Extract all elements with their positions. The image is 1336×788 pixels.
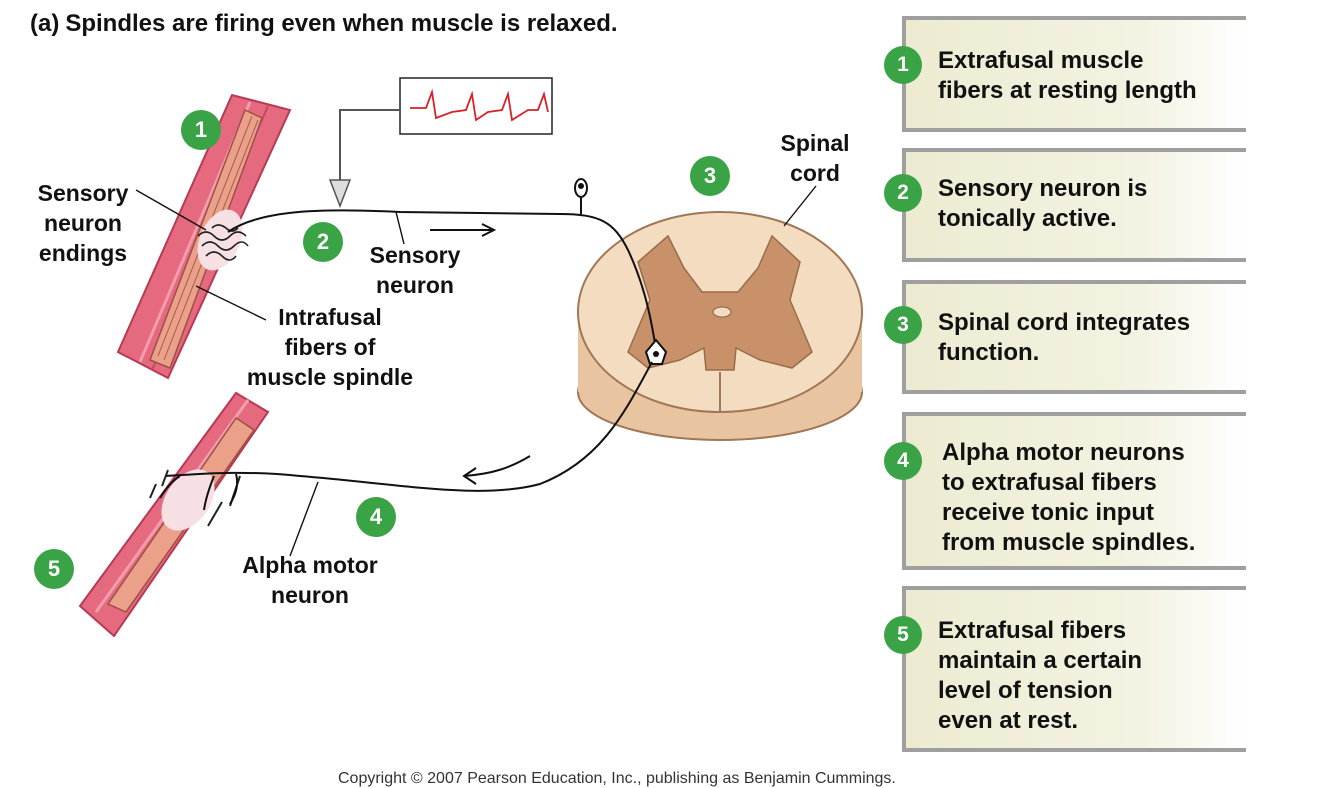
- label-sensory-neuron: Sensory neuron: [369, 242, 461, 298]
- alpha-motor-neuron-path: [165, 361, 653, 492]
- step-text-4: Alpha motor neurons to extrafusal fibers…: [942, 439, 1196, 556]
- panel-tag: (a): [30, 10, 60, 37]
- diagram-badge-1: 1: [181, 110, 221, 150]
- step-panel-2: 2 Sensory neuron is tonically active.: [884, 148, 1246, 262]
- step-badge-3: 3: [884, 306, 922, 344]
- diagram-badge-5: 5: [34, 549, 74, 589]
- step-text-3: Spinal cord integrates function.: [938, 309, 1191, 366]
- recording-trace: [328, 77, 553, 209]
- diagram-badge-3: 3: [690, 156, 730, 196]
- copyright-notice: Copyright © 2007 Pearson Education, Inc.…: [338, 770, 896, 787]
- step-panel-3: 3 Spinal cord integrates function.: [884, 280, 1246, 394]
- step-panel-1: 1 Extrafusal muscle fibers at resting le…: [884, 16, 1246, 132]
- step-badge-5: 5: [884, 616, 922, 654]
- step-badge-1: 1: [884, 46, 922, 84]
- flow-arrows: [430, 223, 531, 485]
- leader-lines: [135, 185, 817, 557]
- step-text-2: Sensory neuron is tonically active.: [938, 175, 1148, 232]
- step-panel-5: 5 Extrafusal fibers maintain a certain l…: [884, 586, 1246, 752]
- label-sensory-endings: Sensory neuron endings: [37, 180, 129, 266]
- label-alpha-motor: Alpha motor neuron: [242, 552, 378, 608]
- motor-branches: [159, 473, 239, 511]
- label-intrafusal: Intrafusal fibers of muscle spindle: [246, 304, 414, 390]
- step-text-5: Extrafusal fibers maintain a certain lev…: [938, 617, 1143, 734]
- sensory-endings: [197, 224, 249, 261]
- step-text-1: Extrafusal muscle fibers at resting leng…: [938, 47, 1197, 104]
- diagram-badge-4: 4: [356, 497, 396, 537]
- sensory-neuron-path: [227, 178, 657, 351]
- title-text: Spindles are firing even when muscle is …: [65, 10, 618, 37]
- step-badge-4: 4: [884, 442, 922, 480]
- step-badge-2: 2: [884, 174, 922, 212]
- figure-title: (a)Spindles are firing even when muscle …: [30, 10, 618, 38]
- spinal-cord-section: [577, 211, 863, 441]
- upper-muscle: [116, 93, 292, 380]
- step-panel-4: 4 Alpha motor neurons to extrafusal fibe…: [884, 412, 1246, 570]
- label-spinal-cord: Spinal cord: [780, 130, 850, 186]
- diagram-badge-2: 2: [303, 222, 343, 262]
